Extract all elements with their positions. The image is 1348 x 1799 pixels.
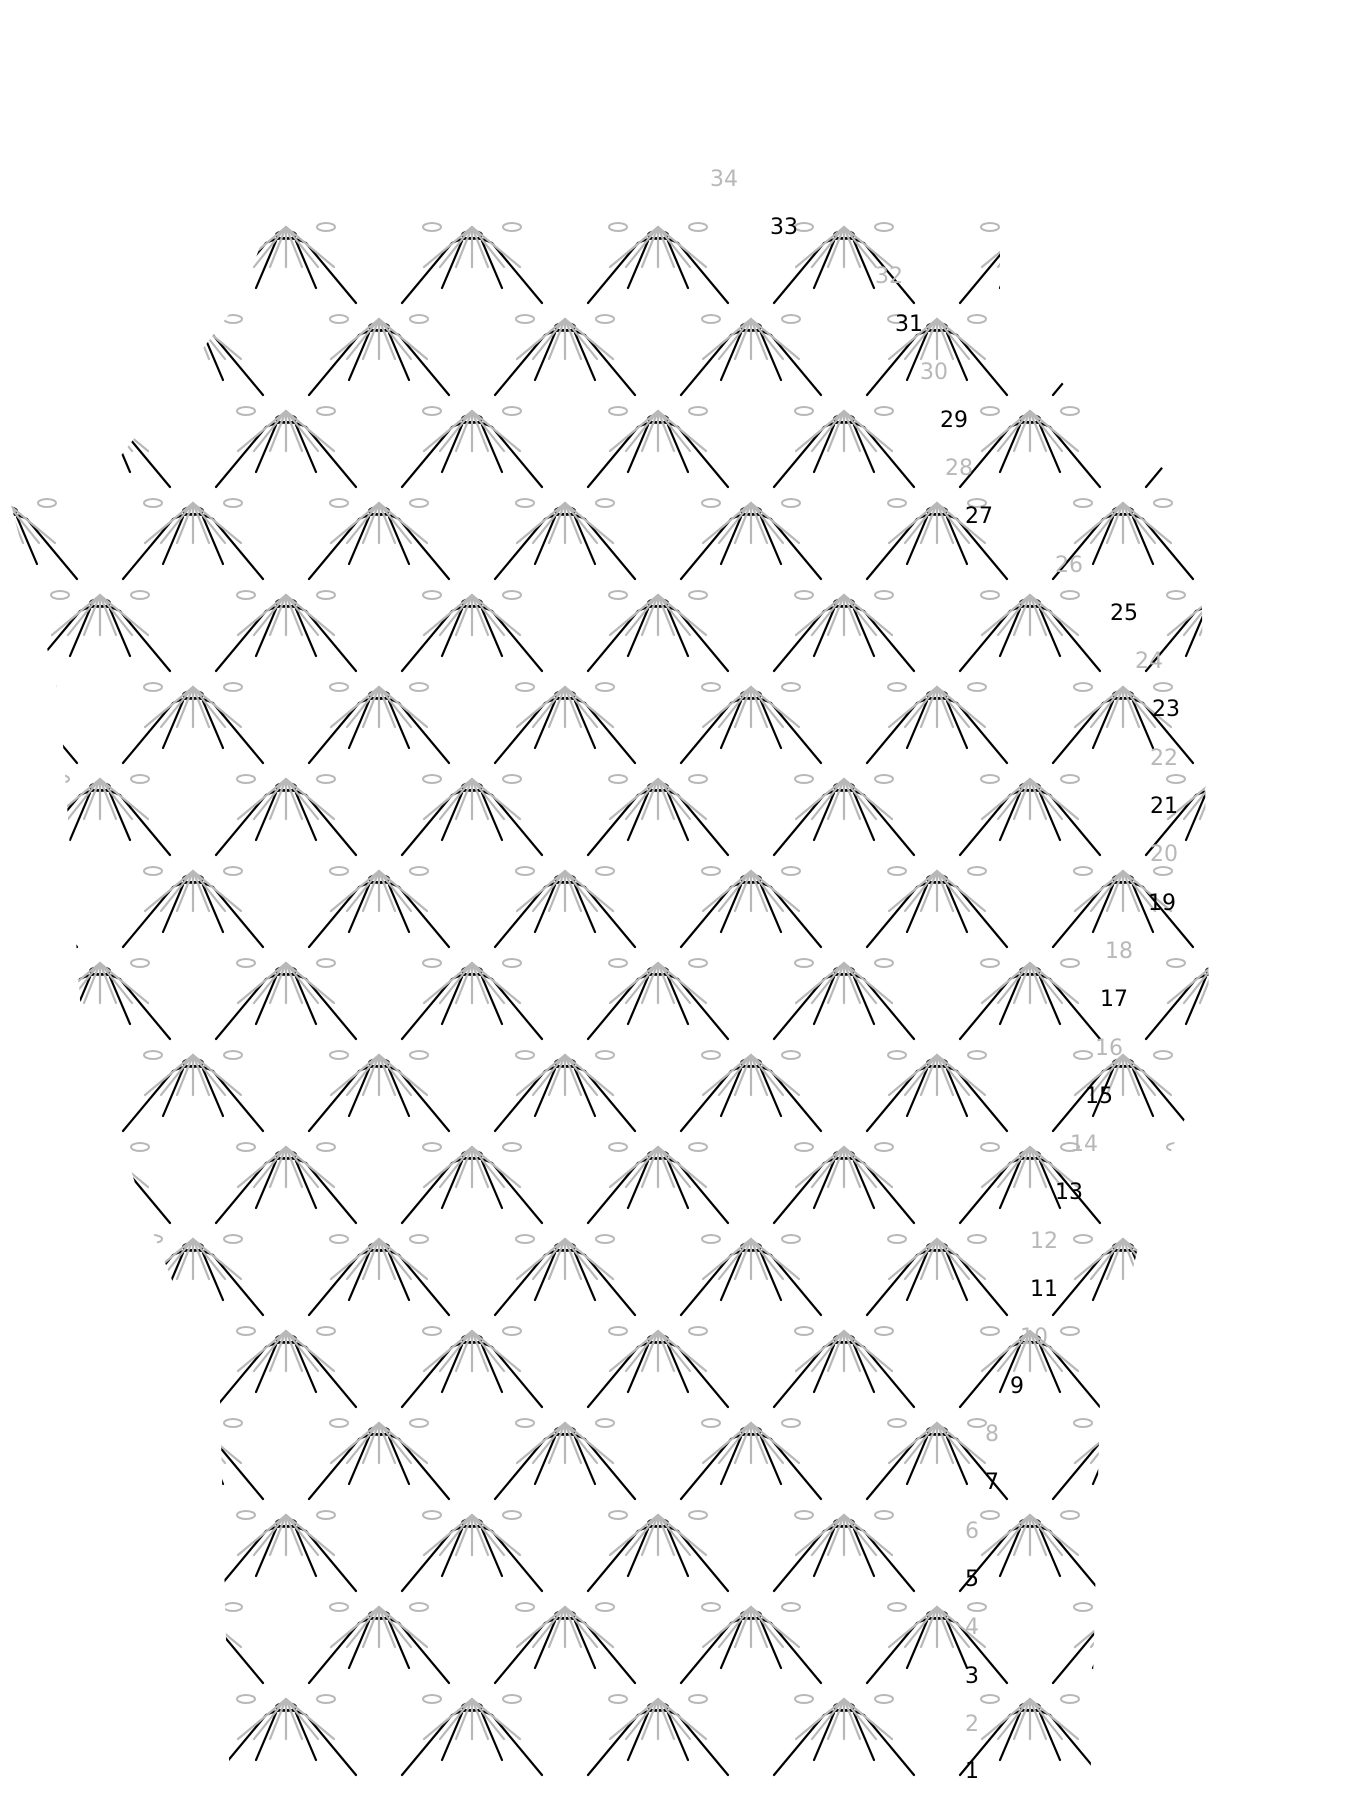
stitch-pattern: [0, 223, 1348, 1775]
stitch-row: [0, 1059, 1348, 1131]
stitch-row: [0, 1419, 1348, 1463]
row-number-label: 11: [1030, 1277, 1058, 1302]
stitch-row: [0, 1695, 1348, 1739]
row-number-label: 6: [965, 1519, 979, 1544]
row-number-label: 15: [1085, 1084, 1113, 1109]
stitch-row: [0, 223, 1348, 267]
row-number-label: 32: [875, 264, 903, 289]
row-number-label: 22: [1150, 746, 1178, 771]
row-number-label: 23: [1152, 697, 1180, 722]
row-number-label: 25: [1110, 601, 1138, 626]
stitch-row: [0, 691, 1348, 763]
row-number-label: 20: [1150, 842, 1178, 867]
stitch-row: [0, 499, 1348, 543]
row-number-label: 29: [940, 408, 968, 433]
row-number-label: 21: [1150, 794, 1178, 819]
stitch-row: [0, 1235, 1348, 1279]
row-number-label: 3: [965, 1664, 979, 1689]
stitch-row: [0, 959, 1348, 1003]
row-number-label: 2: [965, 1712, 979, 1737]
row-number-label: 34: [710, 167, 738, 192]
stitch-row: [0, 1327, 1348, 1371]
row-number-label: 4: [965, 1615, 979, 1640]
row-labels: 1234567891011121314151617181920212223242…: [710, 167, 1180, 1784]
row-number-label: 12: [1030, 1229, 1058, 1254]
stitch-row: [0, 1511, 1348, 1555]
row-number-label: 14: [1070, 1132, 1098, 1157]
row-number-label: 10: [1020, 1325, 1048, 1350]
row-number-label: 17: [1100, 987, 1128, 1012]
row-number-label: 26: [1055, 553, 1083, 578]
stitch-row: [0, 1427, 1348, 1499]
row-number-label: 28: [945, 456, 973, 481]
stitch-row: [0, 683, 1348, 727]
row-number-label: 18: [1105, 939, 1133, 964]
row-number-label: 9: [1010, 1374, 1024, 1399]
row-number-label: 7: [985, 1470, 999, 1495]
row-number-label: 19: [1148, 891, 1176, 916]
row-number-label: 16: [1095, 1036, 1123, 1061]
row-number-label: 8: [985, 1422, 999, 1447]
stitch-row: [0, 323, 1348, 395]
stitch-row: [0, 1243, 1348, 1315]
row-number-label: 5: [965, 1567, 979, 1592]
stitch-row: [0, 1051, 1348, 1095]
row-number-label: 1: [965, 1759, 979, 1784]
row-number-label: 33: [770, 215, 798, 240]
row-number-label: 31: [895, 312, 923, 337]
stitch-row: [0, 1143, 1348, 1187]
row-number-label: 27: [965, 504, 993, 529]
stitch-row: [0, 867, 1348, 911]
row-number-label: 30: [920, 360, 948, 385]
stitch-row: [0, 591, 1348, 635]
stitch-row: [0, 407, 1348, 451]
row-number-label: 13: [1055, 1180, 1083, 1205]
stitch-row: [0, 507, 1348, 579]
stitch-row: [0, 1603, 1348, 1647]
stitch-row: [0, 875, 1348, 947]
stitch-row: [0, 775, 1348, 819]
stitch-row: [0, 1611, 1348, 1683]
row-number-label: 24: [1135, 649, 1163, 674]
stitch-row: [0, 315, 1348, 359]
